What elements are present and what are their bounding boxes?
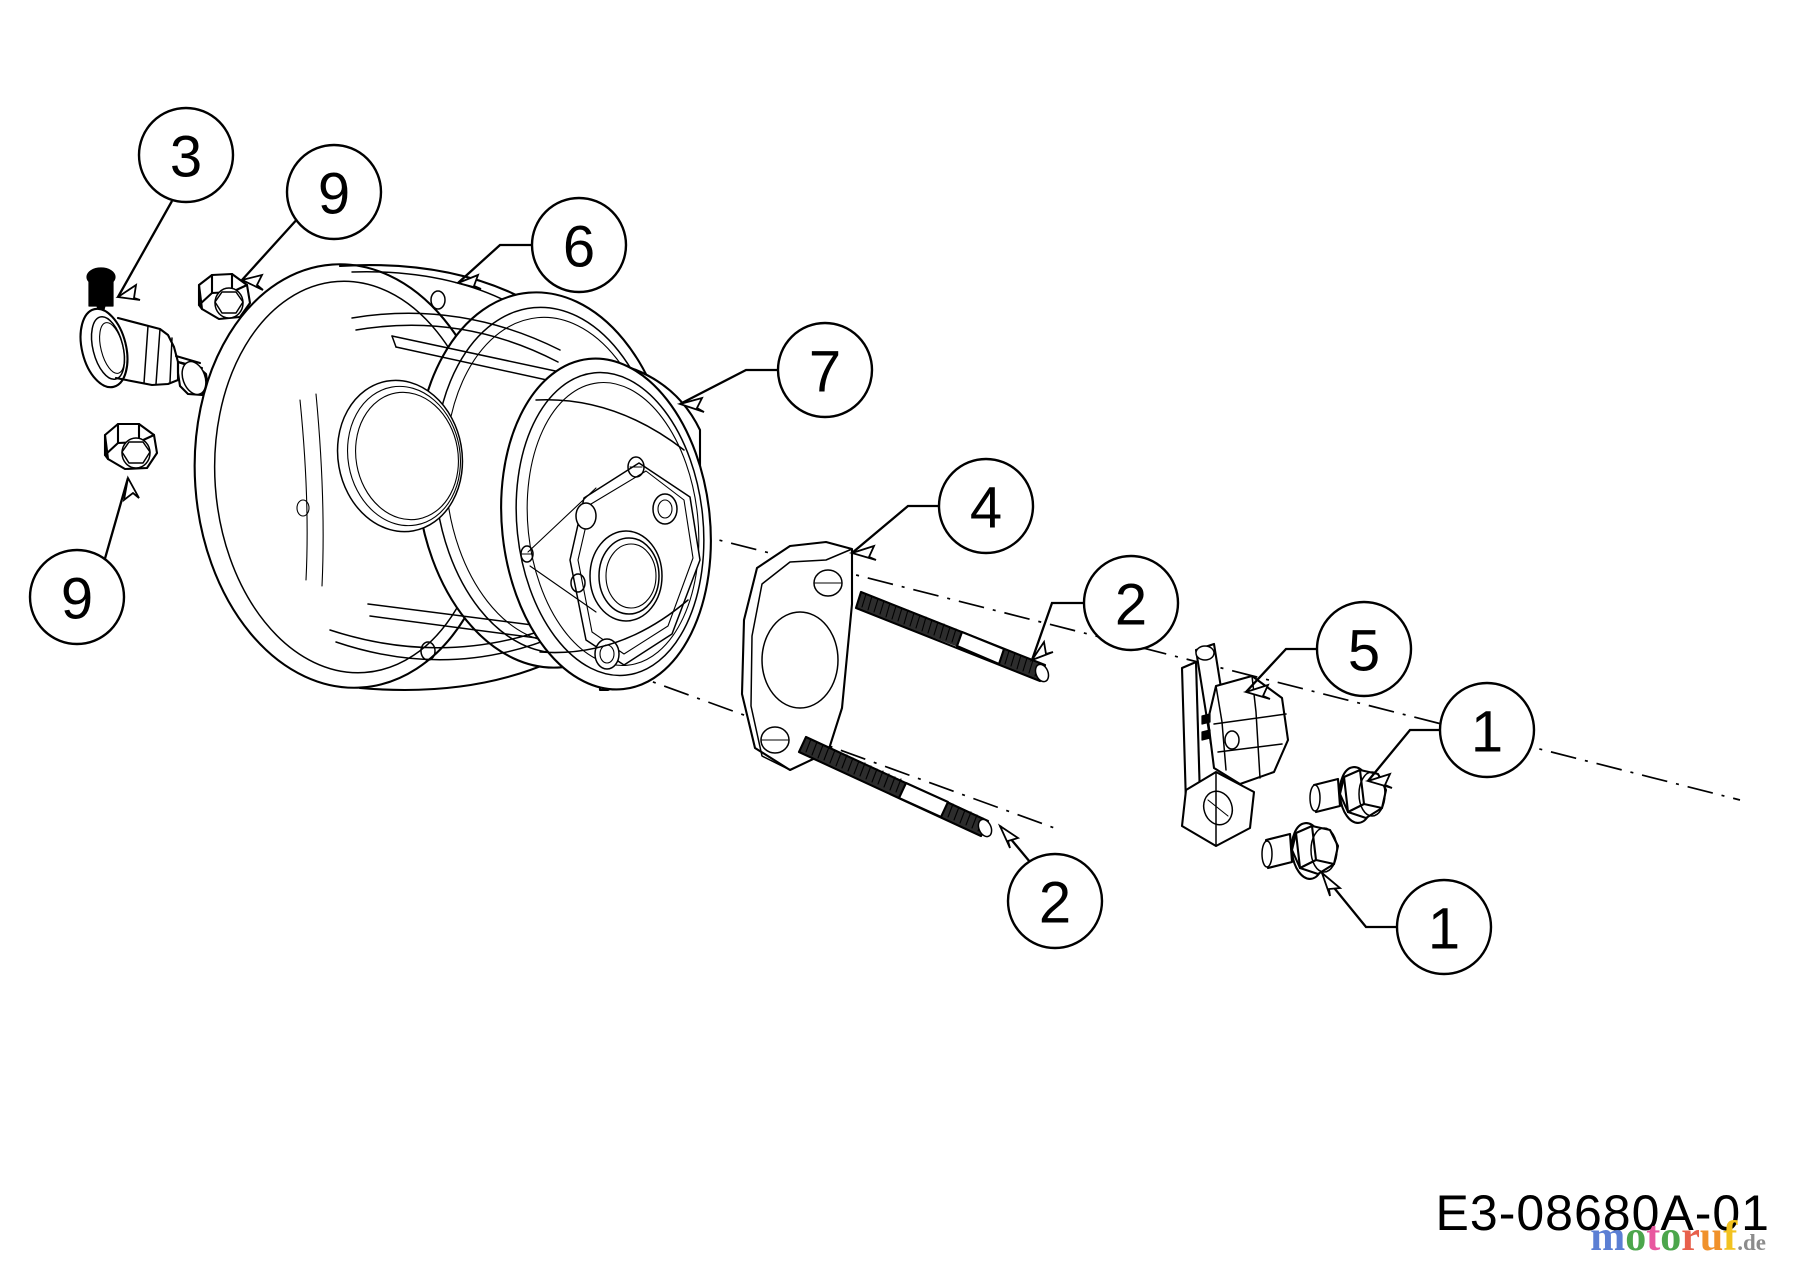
callout-number: 9 [318,162,350,227]
callout-5[interactable]: 5 [1315,600,1413,698]
part-2-threaded-stud-upper [854,590,1050,683]
callout-3[interactable]: 3 [137,106,235,204]
callout-bubble-circle[interactable] [1006,852,1104,950]
callout-1[interactable]: 1 [1395,878,1493,976]
callout-7[interactable]: 7 [776,321,874,419]
part-5-pivot-bracket [1180,642,1290,848]
callout-number: 1 [1428,897,1460,962]
callout-bubble-circle[interactable] [137,106,235,204]
watermark-letter-5: u [1699,1214,1724,1260]
watermark-letter-6: f [1723,1214,1738,1260]
callout-9[interactable]: 9 [285,143,383,241]
callout-bubble-circle[interactable] [937,457,1035,555]
callout-number: 2 [1039,871,1071,936]
callout-number: 1 [1471,700,1503,765]
callout-number: 3 [170,125,202,190]
watermark-letter-4: r [1681,1214,1700,1260]
callout-number: 4 [970,476,1002,541]
callout-2[interactable]: 2 [1006,852,1104,950]
diagram-id-label: E3-08680A-01 [1435,1185,1770,1241]
callout-bubble-circle[interactable] [1082,554,1180,652]
part-9-hex-nut-upper [197,272,252,321]
watermark-letter-2: t [1646,1214,1661,1260]
callout-bubble-circle[interactable] [1315,600,1413,698]
callout-number: 2 [1115,573,1147,638]
callout-leaders [102,200,1440,929]
callout-bubble-circle[interactable] [530,196,628,294]
motoruf-watermark: motoruf.de [1590,1216,1766,1258]
callout-bubble-circle[interactable] [776,321,874,419]
part-7-hub-drum-flange [500,357,712,692]
part-4-gasket-plate [740,540,854,772]
part-2-threaded-stud-lower [797,735,993,838]
callout-2[interactable]: 2 [1082,554,1180,652]
callout-4[interactable]: 4 [937,457,1035,555]
callout-6[interactable]: 6 [530,196,628,294]
callout-bubble-circle[interactable] [1438,681,1536,779]
callout-bubble-circle[interactable] [285,143,383,241]
part-9-hex-nut-lower [103,422,159,471]
callout-1[interactable]: 1 [1438,681,1536,779]
watermark-letter-0: m [1590,1214,1626,1260]
callout-bubble-group: 3 9 6 7 9 4 2 5 1 2 1 [28,106,1536,976]
callout-number: 5 [1348,619,1380,684]
callout-9[interactable]: 9 [28,548,126,646]
watermark-suffix: .de [1737,1230,1766,1255]
watermark-letter-1: o [1625,1214,1647,1260]
part-1-flange-bolt-lower [1261,822,1340,880]
callout-number: 6 [563,215,595,280]
callout-number: 7 [809,340,841,405]
callout-bubble-circle[interactable] [1395,878,1493,976]
watermark-letter-3: o [1660,1214,1682,1260]
callout-bubble-circle[interactable] [28,548,126,646]
callout-number: 9 [61,567,93,632]
part-3-axle-spindle [79,267,210,397]
